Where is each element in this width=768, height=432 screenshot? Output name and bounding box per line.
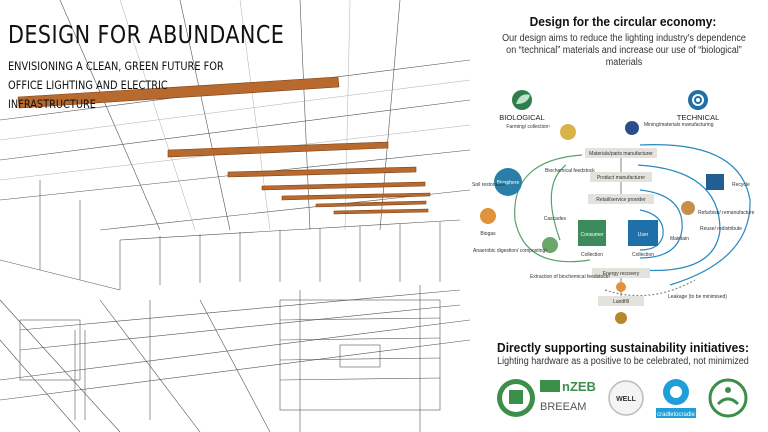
biogas-label: Biogas [480,231,496,237]
biogas-node [480,208,496,224]
step-energy: Energy recovery [603,271,640,277]
farming-label: Farming/ collection¹ [506,124,550,130]
energy-node [616,282,626,292]
certification-logos: nZEB BREEAM WELL cradletocradle [497,378,748,418]
well-logo: WELL [608,380,644,416]
well-text: WELL [616,396,637,403]
page-subtitle: ENVISIONING A CLEAN, GREEN FUTURE FOR OF… [8,59,224,111]
wood-light-fixtures [17,76,431,215]
farming-node [560,124,576,140]
nzeb-breeam-logo: nZEB BREEAM [540,379,596,413]
reuse-label: Reuse/ redistribute [700,226,742,232]
cradle-to-cradle-logo: cradletocradle [656,379,696,418]
cascades-label: Cascades [544,216,567,222]
anaerobic-label: Anaerobic digestion/ composting² [473,248,547,254]
butterfly-diagram: BIOLOGICAL TECHNICAL Materials/parts man… [472,90,755,324]
sustainability-heading: Directly supporting sustainability initi… [497,340,749,355]
collection-right-label: Collection [632,252,654,258]
maintain-label: Maintain [670,236,689,242]
biological-label: BIOLOGICAL [499,113,544,122]
recycle-node [706,174,724,190]
cradle-text: cradletocradle [657,412,695,418]
soil-label: Soil restoration [472,182,506,188]
extraction-label: Extraction of biochemical feedstock² [530,274,610,280]
extraction-node [542,237,558,253]
refurbish-label: Refurbish/ remanufacture [698,210,755,216]
consumer-label: Consumer [580,232,603,238]
mining-label: Mining/materials manufacturing [644,122,714,128]
flow-steps: Materials/parts manufacturer Product man… [585,148,657,306]
breeam-text: BREEAM [540,401,586,413]
sustainability-body: Lighting hardware as a positive to be ce… [497,356,749,367]
circular-heading: Design for the circular economy: [529,14,717,29]
wellness-seal-icon [708,378,748,418]
user-node [628,220,658,246]
biosphere-node [494,168,522,196]
collection-left-label: Collection [581,252,603,258]
technical-label: TECHNICAL [677,113,720,122]
leaf-icon [512,90,532,110]
green-building-seal-icon [497,379,535,417]
nzeb-text: nZEB [562,379,596,394]
step-materials: Materials/parts manufacturer [589,151,653,157]
recycle-label: Recycle [732,182,750,188]
step-retail: Retail/service provider [596,197,646,203]
biosphere-label: Biosphere [497,180,520,186]
user-label: User [638,232,649,238]
gear-icon [688,90,708,110]
mining-node [625,121,639,135]
consumer-node [578,220,606,246]
landfill-node [615,312,627,324]
biochem-label: Biochemical feedstock [545,168,595,174]
refurbish-node [681,201,695,215]
office-sketch-illustration [0,0,470,432]
circular-body: Our design aims to reduce the lighting i… [502,33,746,68]
page-title: DESIGN FOR ABUNDANCE [8,20,285,49]
step-product: Product manufacturer [597,175,645,181]
leakage-label: Leakage (to be minimised) [668,294,727,300]
step-landfill: Landfill [613,299,629,305]
